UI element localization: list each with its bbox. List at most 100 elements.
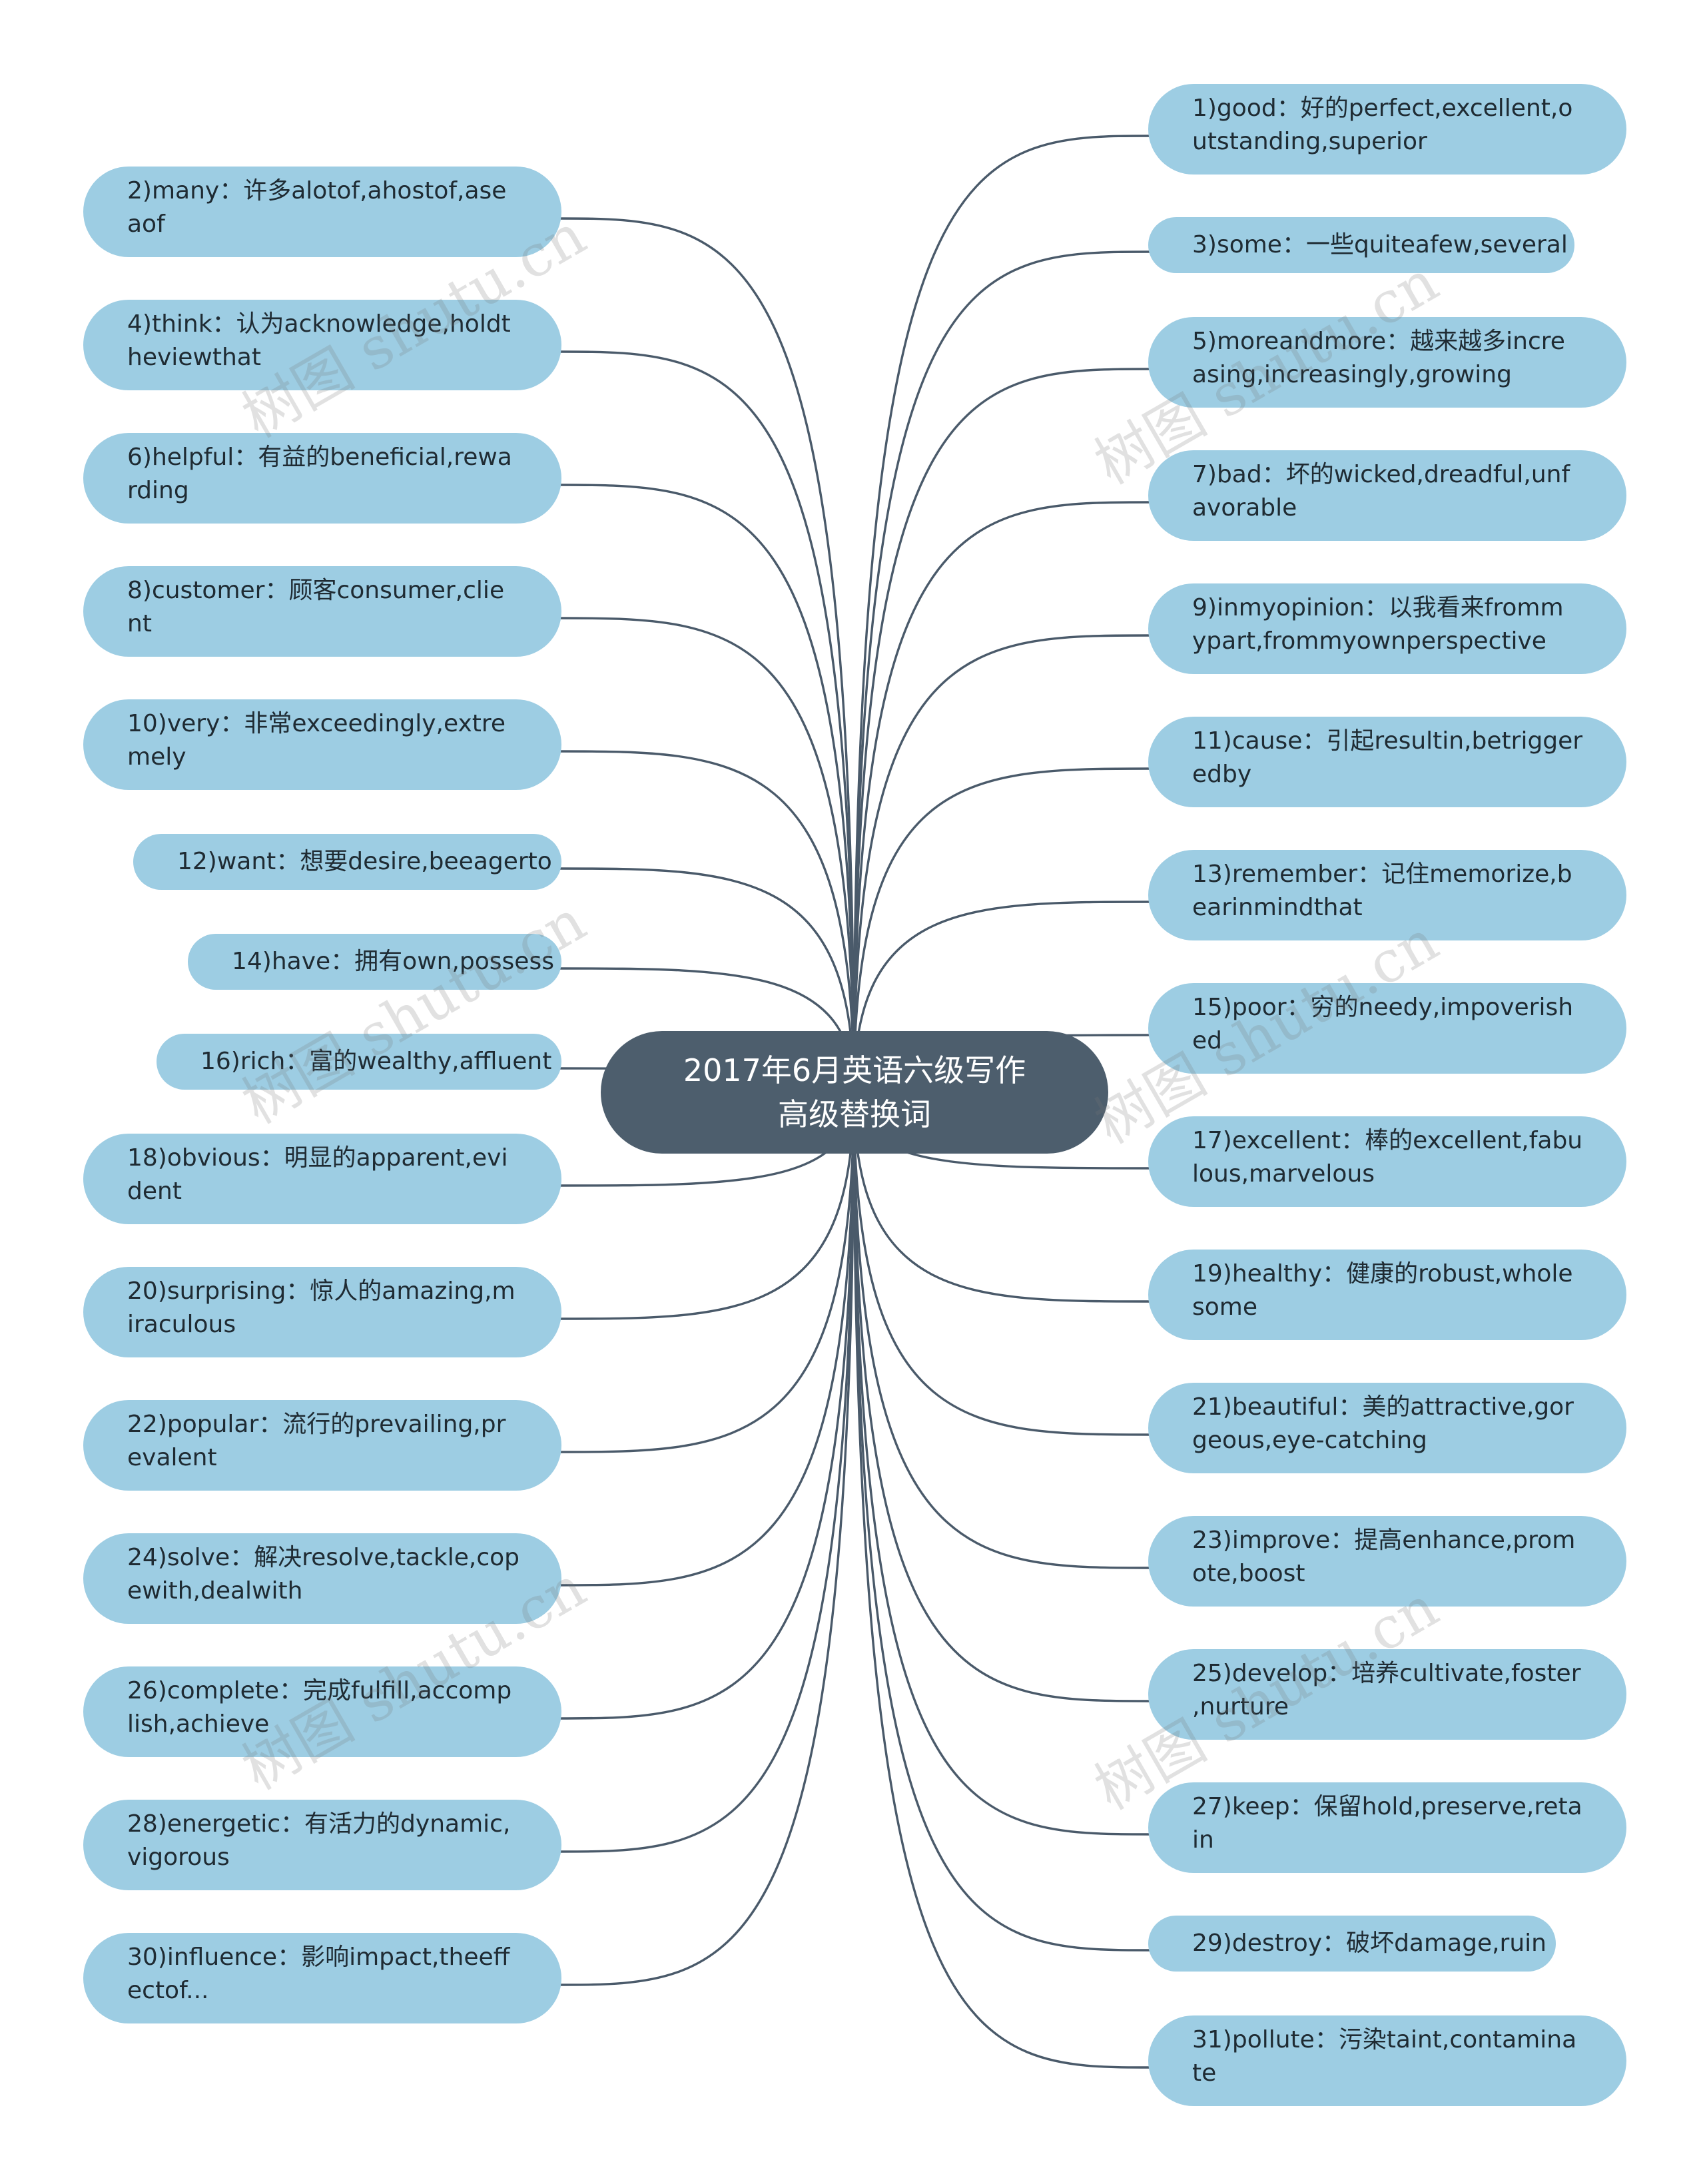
branch-node-right[interactable]: 27)keep：保留hold,preserve,reta in: [1148, 1782, 1626, 1873]
branch-node-right[interactable]: 1)good：好的perfect,excellent,o utstanding,…: [1148, 84, 1626, 175]
node-text-line: 1)good：好的perfect,excellent,o: [1192, 95, 1573, 122]
branch-node-right[interactable]: 31)pollute：污染taint,contamina te: [1148, 2015, 1626, 2106]
branch-node-right[interactable]: 25)develop：培养cultivate,foster ,nurture: [1148, 1649, 1626, 1740]
branch-node-left[interactable]: 18)obvious：明显的apparent,evi dent: [83, 1134, 561, 1224]
branch-node-left[interactable]: 20)surprising：惊人的amazing,m iraculous: [83, 1267, 561, 1357]
branch-node-left[interactable]: 6)helpful：有益的beneficial,rewa rding: [83, 433, 561, 524]
node-text-line: ed: [1192, 1027, 1222, 1054]
node-text-line: geous,eye-catching: [1192, 1427, 1427, 1454]
node-text-line: 14)have：拥有own,possess: [232, 948, 554, 975]
branch-node-right[interactable]: 23)improve：提高enhance,prom ote,boost: [1148, 1516, 1626, 1607]
node-text-line: ectof...: [127, 1977, 209, 2004]
branch-node-left[interactable]: 8)customer：顾客consumer,clie nt: [83, 566, 561, 657]
connector-line: [557, 350, 855, 1093]
connector-line: [852, 901, 1153, 1093]
connector-line: [852, 1092, 1153, 1702]
node-text-line: te: [1192, 2059, 1217, 2087]
node-text-line: 15)poor：穷的needy,impoverish: [1192, 994, 1574, 1021]
connector-line: [852, 1092, 1153, 1569]
branch-node-left[interactable]: 12)want：想要desire,beeagerto: [133, 834, 561, 890]
branch-node-left[interactable]: 30)influence：影响impact,theeff ectof...: [83, 1933, 561, 2023]
connector-line: [557, 1092, 855, 1587]
connector-line: [557, 617, 855, 1093]
connector-line: [852, 135, 1153, 1093]
node-text-line: dent: [127, 1178, 182, 1205]
branch-node-left[interactable]: 14)have：拥有own,possess: [188, 934, 561, 990]
branch-node-left[interactable]: 10)very：非常exceedingly,extre mely: [83, 699, 561, 790]
branch-node-right[interactable]: 3)some：一些quiteafew,several: [1148, 217, 1574, 273]
node-text-line: 5)moreandmore：越来越多incre: [1192, 328, 1565, 355]
connector-line: [852, 634, 1153, 1093]
node-text-line: 3)some：一些quiteafew,several: [1192, 231, 1568, 258]
branch-node-right[interactable]: 29)destroy：破坏damage,ruin: [1148, 1916, 1556, 1972]
node-text-line: 9)inmyopinion：以我看来fromm: [1192, 594, 1564, 621]
node-text-line: ewith,dealwith: [127, 1577, 303, 1605]
connector-line: [852, 250, 1153, 1093]
branch-node-right[interactable]: 9)inmyopinion：以我看来fromm ypart,frommyownp…: [1148, 583, 1626, 674]
connector-line: [852, 1092, 1153, 1436]
node-text-line: 27)keep：保留hold,preserve,reta: [1192, 1793, 1582, 1820]
node-text-line: mely: [127, 743, 186, 771]
node-text-line: 7)bad：坏的wicked,dreadful,unf: [1192, 461, 1570, 488]
branch-node-left[interactable]: 2)many：许多alotof,ahostof,ase aof: [83, 167, 561, 257]
node-text-line: 22)popular：流行的prevailing,pr: [127, 1411, 506, 1438]
node-text-line: 18)obvious：明显的apparent,evi: [127, 1144, 508, 1172]
branch-node-left[interactable]: 16)rich：富的wealthy,affluent: [157, 1034, 561, 1090]
connector-line: [557, 1092, 855, 1453]
branch-node-right[interactable]: 7)bad：坏的wicked,dreadful,unf avorable: [1148, 450, 1626, 541]
node-text-line: 12)want：想要desire,beeagerto: [177, 848, 552, 875]
node-text-line: rding: [127, 477, 189, 504]
connector-line: [557, 1092, 855, 1853]
node-text-line: heviewthat: [127, 344, 261, 371]
node-text-line: iraculous: [127, 1311, 236, 1338]
node-text-line: ,nurture: [1192, 1693, 1289, 1720]
node-text-line: 28)energetic：有活力的dynamic,: [127, 1810, 511, 1838]
connector-line: [852, 1092, 1153, 1836]
branch-node-right[interactable]: 19)healthy：健康的robust,whole some: [1148, 1250, 1626, 1340]
node-text-line: ote,boost: [1192, 1560, 1305, 1587]
node-text-line: 10)very：非常exceedingly,extre: [127, 710, 506, 737]
node-text-line: 4)think：认为acknowledge,holdt: [127, 310, 511, 338]
connector-line: [557, 484, 855, 1093]
node-text-line: 13)remember：记住memorize,b: [1192, 861, 1572, 888]
node-text-line: 24)solve：解决resolve,tackle,cop: [127, 1544, 520, 1571]
branch-node-left[interactable]: 26)complete：完成fulfill,accomp lish,achiev…: [83, 1666, 561, 1757]
central-topic-line-1: 2017年6月英语六级写作: [683, 1052, 1026, 1088]
connector-line: [852, 368, 1153, 1093]
connector-line: [557, 750, 855, 1093]
node-text-line: edby: [1192, 761, 1252, 788]
connector-line: [557, 1092, 855, 1720]
branch-node-left[interactable]: 28)energetic：有活力的dynamic, vigorous: [83, 1800, 561, 1890]
node-text-line: avorable: [1192, 494, 1297, 522]
node-text-line: 17)excellent：棒的excellent,fabu: [1192, 1127, 1583, 1154]
connector-line: [852, 1092, 1153, 1303]
connector-line: [557, 217, 855, 1093]
connector-line: [557, 1092, 855, 1320]
branch-node-left[interactable]: 22)popular：流行的prevailing,pr evalent: [83, 1400, 561, 1491]
node-text-line: 20)surprising：惊人的amazing,m: [127, 1277, 515, 1305]
node-text-line: evalent: [127, 1444, 217, 1471]
node-text-line: 31)pollute：污染taint,contamina: [1192, 2026, 1577, 2053]
branch-node-right[interactable]: 21)beautiful：美的attractive,gor geous,eye-…: [1148, 1383, 1626, 1473]
node-text-line: lish,achieve: [127, 1710, 270, 1738]
branch-node-right[interactable]: 11)cause：引起resultin,betrigger edby: [1148, 717, 1626, 807]
connector-line: [557, 1092, 855, 1986]
branch-node-right[interactable]: 5)moreandmore：越来越多incre asing,increasing…: [1148, 317, 1626, 408]
node-text-line: ypart,frommyownperspective: [1192, 627, 1546, 655]
node-text-line: 25)develop：培养cultivate,foster: [1192, 1660, 1581, 1687]
node-text-line: vigorous: [127, 1844, 230, 1871]
connector-line: [557, 867, 855, 1093]
node-text-line: 11)cause：引起resultin,betrigger: [1192, 727, 1583, 755]
branch-node-left[interactable]: 24)solve：解决resolve,tackle,cop ewith,deal…: [83, 1533, 561, 1624]
node-text-line: earinmindthat: [1192, 894, 1363, 921]
branch-node-left[interactable]: 4)think：认为acknowledge,holdt heviewthat: [83, 300, 561, 390]
node-text-line: some: [1192, 1293, 1257, 1321]
branch-node-right[interactable]: 17)excellent：棒的excellent,fabu lous,marve…: [1148, 1116, 1626, 1207]
node-text-line: nt: [127, 610, 152, 637]
central-topic[interactable]: 2017年6月英语六级写作 高级替换词: [601, 1031, 1108, 1154]
node-text-line: 16)rich：富的wealthy,affluent: [200, 1048, 552, 1075]
branch-node-right[interactable]: 13)remember：记住memorize,b earinmindthat: [1148, 850, 1626, 940]
branch-node-right[interactable]: 15)poor：穷的needy,impoverish ed: [1148, 983, 1626, 1074]
node-text-line: 8)customer：顾客consumer,clie: [127, 577, 505, 604]
